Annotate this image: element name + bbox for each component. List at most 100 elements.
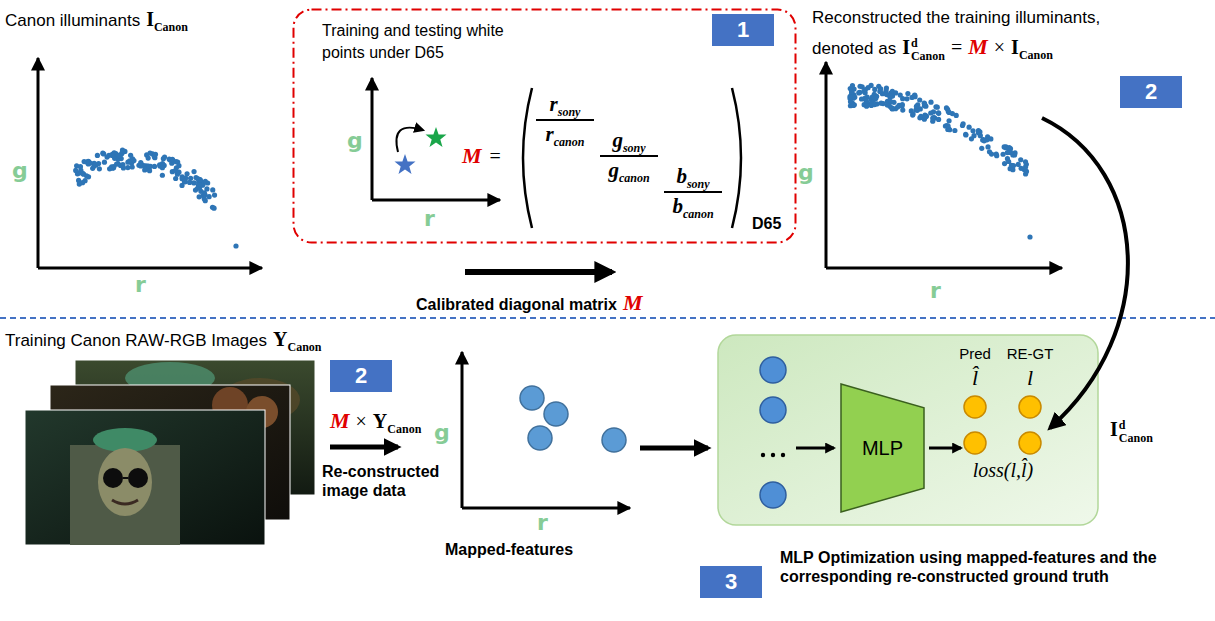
label-text: × [356, 410, 367, 432]
scatter-point [952, 128, 957, 133]
scatter-point [936, 117, 941, 122]
label-text: M [330, 408, 350, 433]
label-text: Y [373, 410, 387, 432]
scatter-point [905, 91, 910, 96]
scatter-point [982, 138, 987, 143]
scatter-point [954, 113, 959, 118]
scatter-point [898, 92, 903, 97]
column-label: RE-GT [1005, 345, 1055, 362]
math-script: d [911, 37, 945, 50]
label-text: Calibrated diagonal matrix [416, 296, 617, 313]
scatter-point [859, 96, 864, 101]
scatter-point [130, 164, 135, 169]
math-subscript: Canon [1019, 48, 1053, 62]
fraction-part: bsony [664, 164, 722, 189]
label-text: I [902, 36, 910, 58]
scatter-point [162, 154, 167, 159]
axis-label: r [135, 272, 146, 297]
scatter-point [121, 165, 126, 170]
math-subscript: sony [623, 141, 646, 155]
text-row: g [347, 128, 363, 153]
scatter-point [928, 100, 933, 105]
column-label: Pred [950, 345, 1000, 362]
text-row: M×YCanon [330, 408, 421, 434]
step-number: 3 [700, 566, 762, 598]
scatter-point [849, 89, 854, 94]
feature-points [520, 386, 626, 452]
scatter-point [945, 107, 950, 112]
matrix-fraction: gsonygcanon [600, 128, 658, 183]
scatter-point [176, 163, 181, 168]
scatter-point [173, 176, 178, 181]
math-symbol: l̂ [950, 365, 1000, 391]
math-subscript: Canon [287, 340, 321, 354]
input-neurons [760, 357, 786, 508]
label-text: Training Canon RAW-RGB Images [5, 331, 267, 350]
step-number: 1 [712, 14, 774, 46]
scatter-point [96, 161, 101, 166]
scatter-point [935, 105, 940, 110]
scatter-point [101, 151, 106, 156]
math-subscript: canon [554, 135, 585, 149]
label-text: × [994, 36, 1005, 58]
scatter-point [928, 110, 933, 115]
scatter-point [848, 99, 853, 104]
scatter-point [969, 136, 974, 141]
scatter-point [78, 164, 83, 169]
fraction-part: rcanon [536, 122, 594, 147]
scatter-point [100, 151, 105, 156]
scatter-point [146, 155, 151, 160]
flow-arrow [929, 447, 961, 450]
scatter-point [197, 194, 202, 199]
text-row: g [434, 420, 450, 445]
text-row: Re-constructed image data [322, 462, 457, 500]
scatter-point [211, 206, 216, 211]
text-row: M= [462, 143, 501, 169]
scatter-point [142, 167, 147, 172]
scatter-point [923, 114, 928, 119]
scatter-point [84, 173, 89, 178]
white-point-stars [395, 127, 447, 174]
scatter-point [850, 83, 855, 88]
math-scripts: dCanon [1119, 419, 1153, 445]
scatter-point [97, 166, 102, 171]
matrix-symbol: b [676, 164, 687, 188]
mlp-trapezoid: MLP [840, 383, 925, 513]
math-subscript: canon [683, 207, 714, 221]
scatter-point [77, 181, 82, 186]
scatter-point [936, 110, 941, 115]
illuminant-scatter [73, 147, 238, 248]
scatter-point [182, 178, 187, 183]
scatter-point [197, 182, 202, 187]
scatter-point [988, 136, 993, 141]
text-row: r [135, 272, 146, 297]
scatter-point [910, 113, 915, 118]
scatter-point [110, 153, 115, 158]
scatter-point [946, 124, 951, 129]
scatter-point [857, 84, 862, 89]
scatter-point [917, 97, 922, 102]
matrix-symbol: r [546, 122, 554, 146]
axis-label: g [434, 420, 450, 445]
flow-arrow [640, 446, 708, 451]
scatter-point [130, 156, 135, 161]
axis-label: r [424, 206, 435, 231]
scatter-point [147, 150, 152, 155]
scatter-point [1027, 234, 1032, 239]
scatter-point [1023, 159, 1028, 164]
flow-arrow [796, 447, 834, 450]
math-scripts: dCanon [911, 37, 945, 63]
step-number: 2 [1120, 76, 1182, 108]
text-row: Mapped-features [445, 540, 573, 559]
white-point-star [395, 154, 416, 174]
scatter-point [202, 190, 207, 195]
scatter-point [914, 104, 919, 109]
label-text: I [146, 8, 154, 30]
scatter-point [152, 154, 157, 159]
text-row: g [798, 160, 814, 185]
scatter-point [888, 99, 893, 104]
math-subscript: sony [687, 177, 710, 191]
scatter-point [863, 87, 868, 92]
fraction-part: gcanon [600, 158, 658, 183]
scatter-point [176, 170, 181, 175]
